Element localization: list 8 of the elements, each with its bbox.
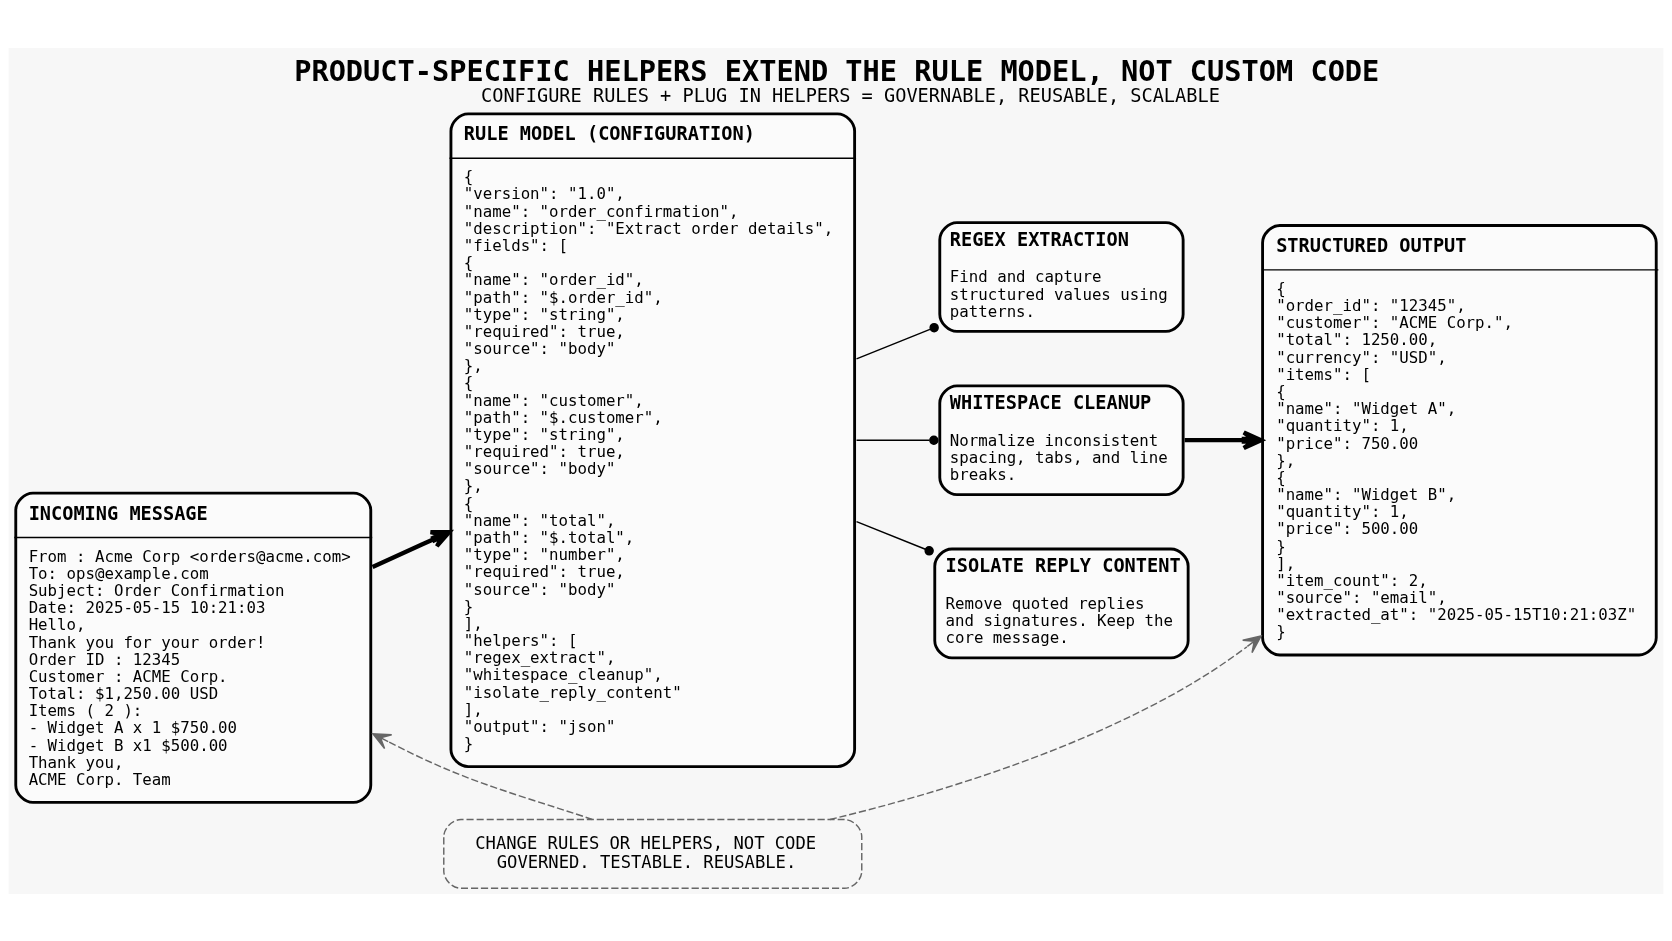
arrow xyxy=(1184,429,1264,450)
arrow xyxy=(372,732,593,820)
node-box: CHANGE RULES OR HELPERS, NOT CODE GOVERNED. TESTABLE. REUSABLE. xyxy=(443,818,863,889)
connector xyxy=(855,520,934,555)
connector xyxy=(855,322,939,360)
arrow xyxy=(371,529,452,569)
connector xyxy=(855,435,939,445)
arrow xyxy=(829,634,1262,820)
